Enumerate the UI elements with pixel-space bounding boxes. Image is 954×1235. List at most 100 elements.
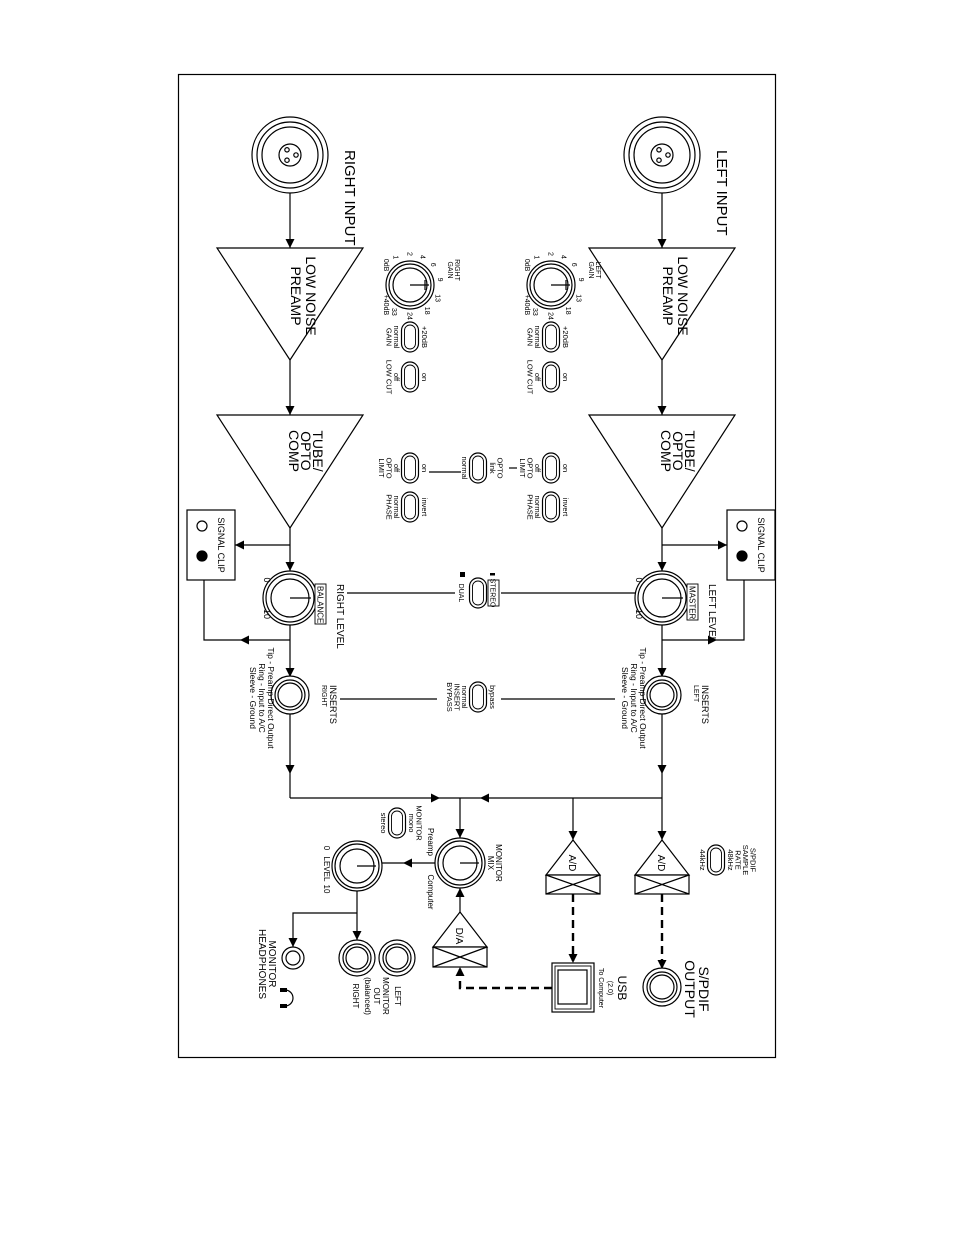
switch-label-on: +20dB (420, 326, 429, 348)
monitor-out-label: (balanced) (363, 977, 372, 1015)
right-gain-label: GAIN (446, 261, 453, 278)
monitor-out-label: OUT (372, 988, 381, 1005)
left-gain-label: GAIN (587, 261, 594, 278)
arrow-icon (455, 829, 465, 838)
gain-scale-label: 2 (547, 252, 554, 256)
right-gain-label: RIGHT (453, 259, 460, 282)
gain-scale-label: +40dB (382, 295, 389, 316)
switch-label-on: OPTO (496, 457, 505, 478)
comp-label: OPTO (670, 431, 686, 471)
switch-label-off: GAIN (385, 328, 394, 346)
switch-label-on: mono (407, 814, 416, 833)
arrow-icon (568, 831, 578, 840)
headphones-jack-socket (285, 950, 301, 966)
monitor-mix-computer-label: Computer (426, 874, 435, 909)
comp-label: COMP (658, 430, 674, 472)
arrow-icon (657, 831, 667, 840)
ad-converter-box-cross (634, 874, 690, 895)
usb-sub-label: To Computer (597, 968, 604, 1009)
headphones-icon (284, 989, 294, 1007)
switch-label-on: on (420, 373, 429, 381)
switch-label-off: normal (460, 457, 469, 480)
comp-label: TUBE/ (682, 430, 698, 471)
signal-led-icon (736, 520, 748, 532)
switch-label-off: off (533, 464, 542, 473)
comp-label: OPTO (298, 431, 314, 471)
clip-led-icon (736, 550, 748, 562)
monitor-out-label: RIGHT (351, 984, 360, 1009)
level-min-label: 0 (634, 577, 644, 582)
monitor-level-min: 0 (322, 846, 331, 851)
comp-label: COMP (286, 430, 302, 472)
insert-wiring-label: Ring - Input to A/C (629, 663, 639, 732)
switch-label-off: PHASE (385, 494, 394, 519)
xlr-pin-icon (656, 147, 662, 153)
right-level-label: RIGHT LEVEL (334, 584, 345, 649)
arrow-icon (403, 858, 412, 868)
opto-link-switch (468, 452, 488, 484)
sample-rate-switch (706, 844, 726, 876)
clip-led-icon (196, 550, 208, 562)
left-gain-boost-switch-lever (545, 324, 557, 350)
switch-label-off: off (533, 373, 542, 382)
gain-scale-label: 33 (390, 308, 397, 316)
monitor-mode-switch-lever (391, 810, 403, 836)
monitor-level-max: 10 (322, 885, 331, 894)
preamp-label: LOW NOISE (675, 256, 691, 335)
arrow-icon (288, 938, 298, 947)
switch-label-off: OPTO (385, 457, 394, 478)
gain-scale-label: +40dB (523, 295, 530, 316)
right-input-label: RIGHT INPUT (341, 150, 358, 246)
right-level-sub-label: BALANCE (316, 586, 325, 623)
right-phase-switch-lever (404, 494, 416, 520)
ad-converter-box-cross (545, 874, 601, 895)
arrow-icon (657, 406, 667, 415)
gain-scale-label: 13 (575, 294, 582, 302)
switch-label-off: LIMIT (377, 458, 386, 478)
left-inserts-label: INSERTS (700, 685, 710, 724)
headphones-label: MONITOR (266, 940, 277, 987)
dual-label: DUAL (457, 584, 464, 603)
arrow-icon (285, 239, 295, 248)
gain-scale-label: 6 (570, 263, 577, 267)
gain-scale-label: 33 (531, 308, 538, 316)
usb-port-frame (554, 965, 592, 1010)
insert-wiring-label: Ring - Input to A/C (257, 663, 267, 732)
gain-scale-label: 1 (391, 255, 398, 259)
left-phase-switch (541, 491, 561, 523)
gain-scale-label: 4 (560, 255, 567, 259)
signal-clip-label: SIGNAL CLIP (216, 517, 226, 572)
xlr-pin-icon (293, 152, 299, 158)
switch-label-off: normal (533, 496, 542, 519)
gain-scale-label: 13 (434, 294, 441, 302)
arrow-icon (718, 540, 727, 550)
monitor-mode-switch (387, 807, 407, 839)
switch-label-on: 48kHz (726, 849, 735, 871)
switch-label-on: RATE (734, 850, 743, 869)
right-opto-limit-switch-lever (404, 455, 416, 481)
gain-scale-label: 18 (564, 307, 571, 315)
right-low-cut-switch-lever (404, 364, 416, 390)
monitor-level-label: LEVEL (322, 857, 331, 882)
right-level-sub-box (314, 583, 327, 625)
xlr-pin-icon (284, 157, 290, 163)
stereo-marker-icon (490, 573, 495, 576)
insert-wiring-label: Sleeve - Ground (620, 667, 630, 729)
left-opto-comp (587, 414, 737, 530)
signal-line (662, 580, 745, 641)
switch-label-on: +20dB (561, 326, 570, 348)
switch-label-on: link (488, 462, 497, 474)
arrow-icon (568, 954, 578, 963)
xlr-pin-icon (284, 147, 290, 153)
switch-label-off: normal (533, 326, 542, 349)
switch-label-off: PHASE (526, 494, 535, 519)
arrow-icon (657, 765, 667, 774)
arrow-icon (657, 960, 667, 969)
da-label: D/A (453, 928, 464, 945)
arrow-icon (657, 562, 667, 571)
gain-scale-label: 9 (436, 278, 443, 282)
arrow-icon (285, 765, 295, 774)
insert-wiring-label: Tip - Preamp Direct Output (638, 647, 648, 749)
insert-bypass-switch (468, 681, 488, 713)
